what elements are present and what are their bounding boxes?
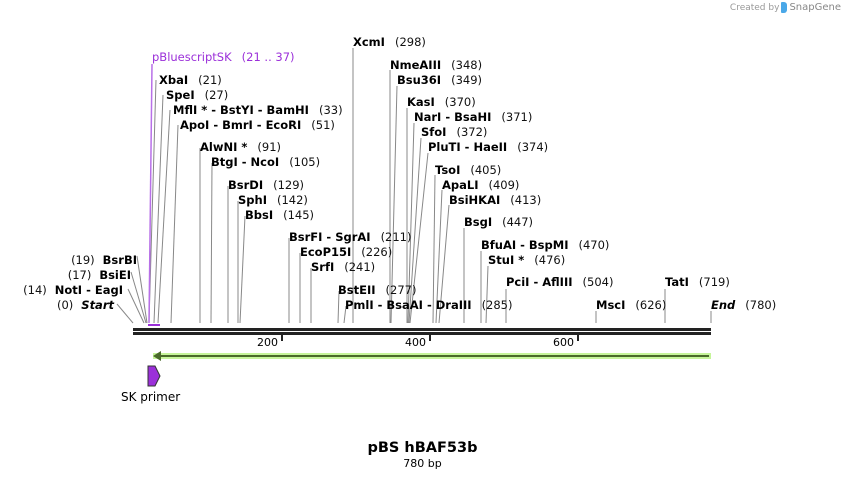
site-label[interactable]: BsrDI(129) bbox=[228, 178, 305, 192]
site-label[interactable]: Bsu36I(349) bbox=[397, 73, 483, 87]
site-label[interactable]: SphI(142) bbox=[238, 193, 308, 207]
site-label[interactable]: TatI(719) bbox=[665, 275, 730, 289]
primer-label[interactable]: SK primer bbox=[121, 390, 181, 404]
site-label[interactable]: SrfI(241) bbox=[311, 260, 376, 274]
site-label[interactable]: PciI - AflIII(504) bbox=[506, 275, 614, 289]
site-label[interactable]: BsiHKAI(413) bbox=[449, 193, 542, 207]
ruler-bottom bbox=[133, 332, 711, 335]
site-label[interactable]: BtgI - NcoI(105) bbox=[211, 155, 321, 169]
site-label[interactable]: PluTI - HaeII(374) bbox=[428, 140, 549, 154]
site-label[interactable]: NarI - BsaHI(371) bbox=[414, 110, 533, 124]
start-label[interactable]: (0)Start bbox=[56, 298, 114, 312]
site-label[interactable]: XcmI(298) bbox=[353, 35, 426, 49]
site-label[interactable]: ApoI - BmrI - EcoRI(51) bbox=[180, 118, 335, 132]
site-label[interactable]: (17)BsiEI bbox=[67, 268, 131, 282]
map-title: pBS hBAF53b bbox=[367, 440, 478, 456]
site-label[interactable]: BsgI(447) bbox=[464, 215, 534, 229]
map-length: 780 bp bbox=[403, 457, 442, 470]
site-label[interactable]: BstEII(277) bbox=[338, 283, 417, 297]
site-label[interactable]: BfuAI - BspMI(470) bbox=[481, 238, 610, 252]
site-label[interactable]: KasI(370) bbox=[407, 95, 476, 109]
site-label[interactable]: SpeI(27) bbox=[166, 88, 229, 102]
site-label[interactable]: (14)NotI - EagI bbox=[23, 283, 123, 297]
site-label[interactable]: NmeAIII(348) bbox=[390, 58, 483, 72]
site-label[interactable]: EcoP15I(226) bbox=[300, 245, 393, 259]
snapgene-logo-icon bbox=[781, 2, 788, 13]
site-label[interactable]: AlwNI *(91) bbox=[200, 140, 281, 154]
site-label[interactable]: MflI * - BstYI - BamHI(33) bbox=[173, 103, 343, 117]
primer-arrow-icon bbox=[147, 365, 161, 387]
site-label[interactable]: BbsI(145) bbox=[245, 208, 315, 222]
feature-label[interactable]: pBluescriptSK(21 .. 37) bbox=[152, 50, 295, 64]
site-label[interactable]: TsoI(405) bbox=[435, 163, 502, 177]
site-label[interactable]: (19)BsrBI bbox=[71, 253, 137, 267]
snapgene-credit: Created by SnapGene bbox=[729, 2, 841, 13]
leader-lines bbox=[116, 48, 712, 324]
end-label[interactable]: End(780) bbox=[711, 298, 777, 312]
ruler-tick-label: 600 bbox=[553, 336, 574, 349]
ruler-tick-label: 200 bbox=[257, 336, 278, 349]
site-label[interactable]: ApaLI(409) bbox=[442, 178, 520, 192]
ruler-tick-label: 400 bbox=[405, 336, 426, 349]
site-label[interactable]: PmlI - BsaAI - DraIII(285) bbox=[345, 298, 513, 312]
site-label[interactable]: StuI *(476) bbox=[488, 253, 566, 267]
site-label[interactable]: XbaI(21) bbox=[159, 73, 222, 87]
site-label[interactable]: BsrFI - SgrAI(211) bbox=[289, 230, 412, 244]
site-label[interactable]: SfoI(372) bbox=[421, 125, 488, 139]
ruler-top bbox=[133, 328, 711, 331]
site-label[interactable]: MscI(626) bbox=[596, 298, 667, 312]
feature-bar bbox=[148, 324, 160, 326]
